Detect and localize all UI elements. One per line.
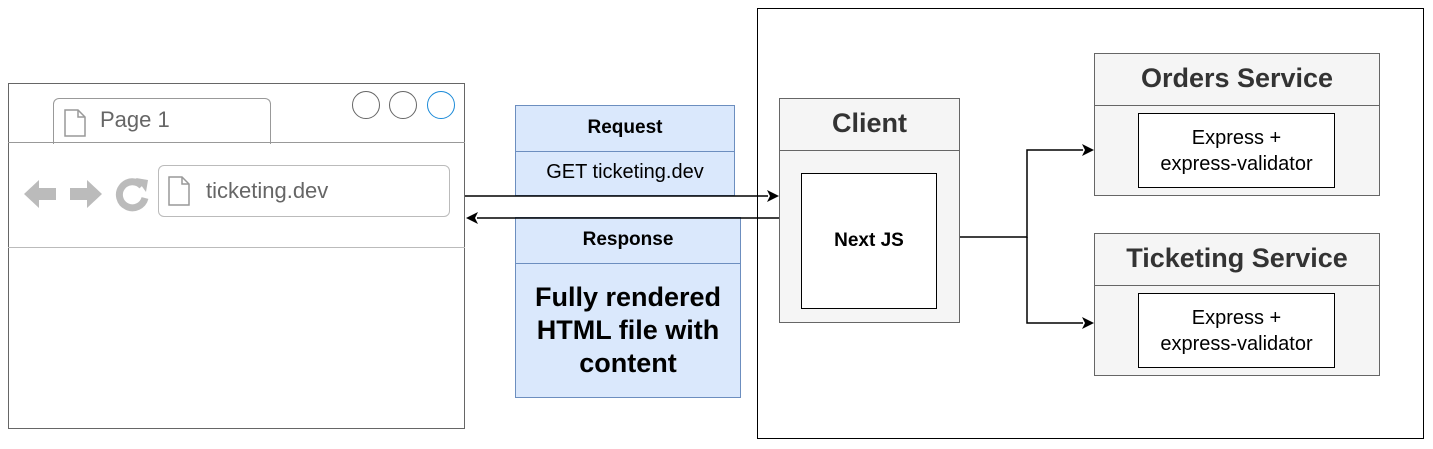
ticketing-express-box	[1138, 293, 1335, 368]
tab-label: Page 1	[100, 107, 170, 132]
response-arrowhead	[466, 212, 478, 224]
ticketing-service-title: Ticketing Service	[1126, 243, 1348, 273]
response-body-line: content	[579, 348, 677, 378]
browser-tab[interactable]	[53, 98, 271, 144]
orders-service-title: Orders Service	[1140, 63, 1334, 93]
client-title: Client	[831, 108, 907, 138]
response-box	[515, 217, 741, 398]
response-body-line: HTML file with	[536, 315, 720, 345]
orders-arrowhead	[1082, 144, 1094, 156]
window-button-active[interactable]	[427, 91, 455, 119]
response-title: Response	[582, 229, 674, 250]
nextjs-box	[801, 173, 937, 309]
client-to-orders-arrow	[960, 149, 1083, 238]
ticketing-service-divider	[1094, 285, 1380, 286]
page-icon	[168, 176, 190, 206]
orders-express-text: Express + express-validator	[1138, 125, 1335, 177]
client-divider	[779, 150, 960, 151]
window-button[interactable]	[352, 91, 380, 119]
address-bar[interactable]	[158, 165, 450, 217]
ticketing-express-line: Express +	[1191, 307, 1282, 329]
request-box	[515, 105, 735, 196]
orders-service-divider	[1094, 105, 1380, 106]
orders-express-line: Express +	[1191, 127, 1282, 149]
toolbar-divider	[8, 247, 465, 248]
forward-arrow-icon[interactable]	[68, 178, 104, 210]
nextjs-label: Next JS	[834, 230, 904, 251]
ticketing-arrowhead	[1082, 317, 1094, 329]
request-divider	[515, 151, 735, 152]
address-bar-url: ticketing.dev	[206, 178, 329, 203]
tab-bar-divider	[8, 142, 465, 143]
response-body: Fully rendered HTML file with content	[515, 281, 741, 380]
orders-express-line: express-validator	[1160, 153, 1313, 175]
request-arrowhead	[767, 190, 779, 202]
refresh-icon[interactable]	[114, 176, 150, 212]
client-to-ticketing-arrow	[1026, 237, 1083, 324]
ticketing-express-line: express-validator	[1160, 333, 1313, 355]
response-body-line: Fully rendered	[534, 282, 722, 312]
request-title: Request	[587, 117, 663, 138]
back-arrow-icon[interactable]	[22, 178, 58, 210]
request-body: GET ticketing.dev	[546, 161, 704, 183]
ticketing-express-text: Express + express-validator	[1138, 305, 1335, 357]
orders-express-box	[1138, 113, 1335, 188]
page-icon	[64, 109, 86, 137]
window-button[interactable]	[389, 91, 417, 119]
response-divider	[515, 263, 741, 264]
